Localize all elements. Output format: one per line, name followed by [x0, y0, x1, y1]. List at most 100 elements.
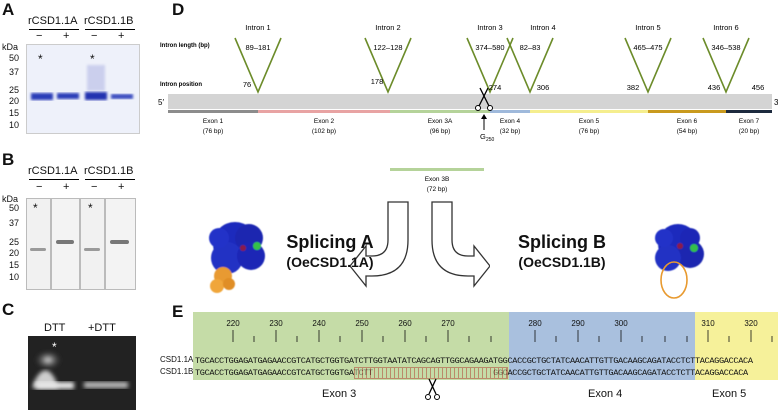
intron-4-name: Intron 4 [530, 23, 555, 32]
band-a-lane3 [85, 92, 107, 100]
tick-250: 250 [355, 319, 369, 328]
band-b-lane3 [84, 248, 100, 251]
exon3-label: Exon 3 [322, 388, 357, 400]
exon-7-strip [726, 110, 772, 113]
panel-b-marker-37: 37 [9, 218, 20, 228]
intron-1-name: Intron 1 [245, 23, 270, 32]
intron-v-shapes [234, 37, 750, 95]
panel-b-cond-1: − [36, 181, 43, 193]
splicing-b-subtitle: (OeCSD1.1B) [518, 254, 606, 270]
intron-length-row-label: Intron length (bp) [160, 43, 210, 49]
panel-a-marker-50: 50 [9, 53, 20, 63]
tick-310: 310 [701, 319, 715, 328]
intron-2-name: Intron 2 [375, 23, 400, 32]
exon-4-size: (32 bp) [500, 128, 521, 135]
exon-7-name: Exon 7 [739, 118, 760, 125]
exon-2-name: Exon 2 [314, 118, 335, 125]
panel-a-cond-2: + [63, 30, 70, 42]
five-prime-label: 5′ [158, 98, 164, 107]
panel-c-letter: C [2, 300, 15, 319]
panel-a-marker-20: 20 [9, 96, 20, 106]
band-b-lane2 [56, 240, 74, 244]
intron-1-length: 89–181 [245, 43, 270, 52]
seq-row-b: TGCACCTGGAGATGAGAACCGTCATGCTGGTGATCTT GG… [195, 368, 748, 378]
exon-1-strip [168, 110, 258, 113]
exon-6-name: Exon 6 [677, 118, 698, 125]
band-a-lane1 [31, 93, 53, 100]
intron-position-row-label: Intron position [160, 82, 202, 88]
intron-5-v [624, 37, 672, 95]
seq-row-a: TGCACCTGGAGATGAGAACCGTCATGCTGGTGATCTTGGT… [195, 356, 753, 366]
splicing-b-arrow-icon [431, 201, 490, 288]
exon-2-size: (102 bp) [312, 128, 336, 135]
splice-arrows [350, 201, 490, 288]
panel-a-marker-10: 10 [9, 120, 20, 130]
exon-5-size: (76 bp) [579, 128, 600, 135]
seq-row-name-b: CSD1.1B [160, 367, 194, 376]
panel-b-blot-3 [80, 198, 105, 290]
exon-6-size: (54 bp) [677, 128, 698, 135]
intron-1-position: 76 [243, 80, 251, 89]
intron-6-position: 436 [708, 83, 721, 92]
tick-270: 270 [441, 319, 455, 328]
panel-b-blot-4 [105, 198, 136, 290]
g250-arrowhead [481, 114, 487, 119]
exon-3b-name: Exon 3B [425, 176, 450, 183]
exon4-label: Exon 4 [588, 388, 623, 400]
panel-c-label-plus-dtt: +DTT [88, 322, 116, 334]
panel-b-asterisk-1: * [33, 201, 38, 215]
intron-6-name: Intron 6 [713, 23, 738, 32]
band-b-lane1 [30, 248, 46, 251]
panel-a-cond-1: − [36, 30, 43, 42]
intron-3-v [466, 37, 514, 95]
g250-label: G [480, 132, 486, 141]
panel-a-underline-2 [85, 29, 135, 30]
exon5-region [695, 312, 778, 380]
intron-3-length: 374–580 [475, 43, 504, 52]
splicing-a-arrow-icon [350, 201, 409, 288]
panel-b-sample-1: rCSD1.1A [28, 165, 78, 177]
seq-row-name-a: CSD1.1A [160, 355, 194, 364]
intron-2-position: 178 [371, 77, 384, 86]
exon-3a-name: Exon 3A [428, 118, 453, 125]
panel-e-letter: E [172, 302, 184, 321]
panel-a-cond-3: − [91, 30, 98, 42]
panel-a-marker-37: 37 [9, 67, 20, 77]
panel-c-gel [28, 336, 136, 410]
intron-6-length: 346–538 [711, 43, 740, 52]
panel-a-underline-1 [29, 29, 79, 30]
exon-4-strip [490, 110, 530, 113]
panel-a-kda-label: kDa [2, 42, 19, 52]
intron-4-length: 82–83 [520, 43, 541, 52]
gene-bar [168, 94, 772, 109]
intron-3-position: 274 [489, 83, 502, 92]
exon5-label: Exon 5 [712, 388, 747, 400]
panel-a-asterisk-2: * [90, 52, 95, 66]
tick-260: 260 [398, 319, 412, 328]
panel-b-cond-2: + [63, 181, 70, 193]
scissors-cut-icon [425, 378, 440, 400]
exon-3a-strip [390, 110, 490, 113]
panel-b-marker-20: 20 [9, 248, 20, 258]
protein-structure-a [209, 222, 265, 293]
intron-1-v [234, 37, 282, 95]
intron-5-length: 465–475 [633, 43, 662, 52]
panel-b-asterisk-2: * [88, 201, 93, 215]
intron-6-v [702, 37, 750, 95]
exon-5-name: Exon 5 [579, 118, 600, 125]
exon-3a-size: (96 bp) [430, 128, 451, 135]
tick-280: 280 [528, 319, 542, 328]
panel-c-asterisk: * [52, 340, 57, 354]
panel-a-letter: A [2, 0, 15, 19]
exon-1-size: (76 bp) [203, 128, 224, 135]
g250-subscript: 250 [486, 137, 495, 143]
ruler-ticks [232, 330, 773, 342]
panel-b-marker-15: 15 [9, 260, 20, 270]
deleted-region-outline [660, 261, 688, 299]
panel-b-cond-3: − [91, 181, 98, 193]
deletion-gap-box [354, 367, 508, 379]
scissors-icon [475, 87, 493, 111]
protein-structure-b [655, 224, 704, 299]
splicing-a-subtitle: (OeCSD1.1A) [286, 254, 374, 270]
intron-4-position: 306 [537, 83, 550, 92]
